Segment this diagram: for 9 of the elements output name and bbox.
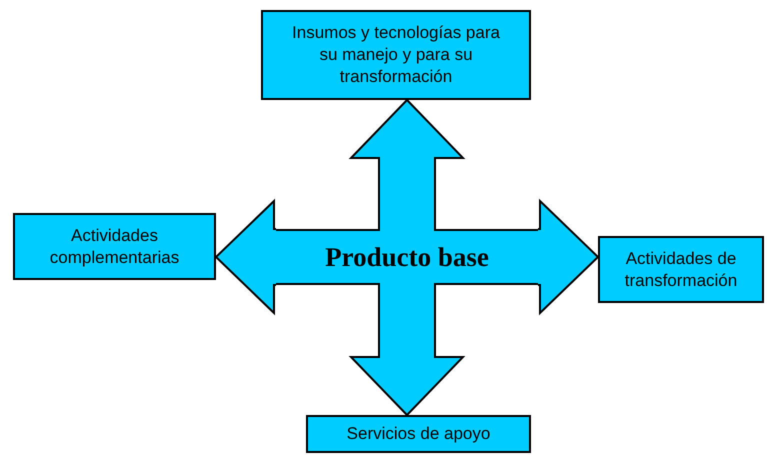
text-box: Actividades de transformación [598,236,764,303]
text-box: Insumos y tecnologías para su manejo y para su transformación [261,10,531,100]
text-box: Servicios de apoyo [306,415,531,453]
center-title: Producto base [325,244,489,270]
block-arrow [537,198,600,316]
block-arrow [348,98,466,232]
block-arrow [348,282,466,416]
block-arrow [214,198,277,316]
text-box: Actividades complementarias [13,213,216,280]
